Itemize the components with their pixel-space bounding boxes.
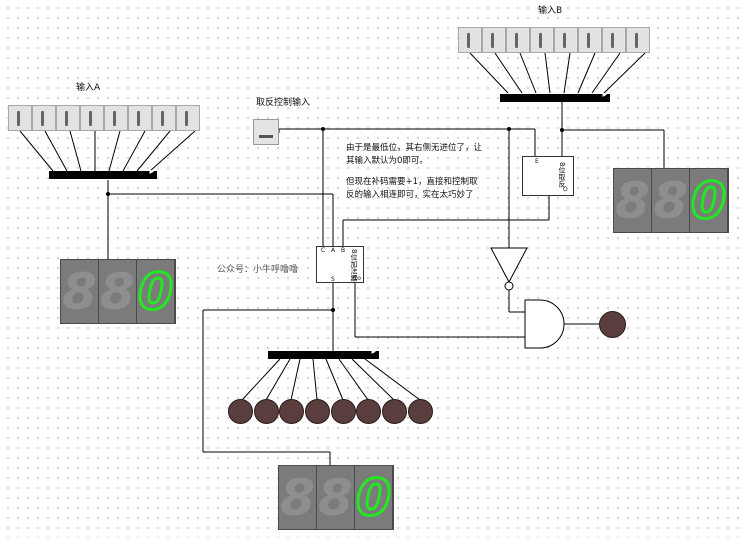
input-b-label: 输入B [538,6,563,16]
input-b-switch[interactable] [506,27,530,53]
display-digit: 8 [99,260,136,323]
inverter-pin-o: O [563,186,568,193]
display-digit: 8 [279,466,316,529]
note-line-1: 由于是最低位，其右侧无进位了，让 [346,143,483,153]
inverter-name: 8位取反 [558,162,566,188]
display-sum: 8 8 0 [278,465,394,530]
output-led [228,399,253,424]
adder-pin-co: Co [353,275,361,282]
input-b-switch[interactable] [482,27,506,53]
adder-pin-a: A [331,247,336,254]
inverter-pin-e: E [535,158,539,165]
input-a-switch[interactable] [8,105,32,131]
invert-control-toggle[interactable] [253,119,279,145]
display-digit: 8 [61,260,98,323]
not-gate [490,247,528,291]
adder-pin-b: B [341,247,346,254]
overflow-led [599,311,626,338]
input-a-switch[interactable] [32,105,56,131]
input-a-switch[interactable] [80,105,104,131]
adder-name: 8位加法器 [350,249,358,282]
display-digit-lit: 0 [355,466,392,529]
adder-pin-c: C [321,247,326,254]
adder-component[interactable]: A B C 8位加法器 S Co [316,246,364,283]
input-a-switch[interactable] [56,105,80,131]
input-b-switch[interactable] [626,27,650,53]
note-line-4: 反的输入相连即可，实在太巧妙了 [346,190,474,200]
input-b-switch[interactable] [602,27,626,53]
output-led [356,399,381,424]
output-led [331,399,356,424]
invert-control-label: 取反控制输入 [256,98,311,108]
input-a-label: 输入A [76,83,101,93]
output-led [305,399,330,424]
output-led [382,399,407,424]
display-digit: 8 [652,169,689,232]
explanation-note: 由于是最低位，其右侧无进位了，让 其输入默认为0即可。 但现在补码需要+1，直接… [346,142,521,202]
input-b-switch[interactable] [554,27,578,53]
display-digit-lit: 0 [690,169,727,232]
display-input-a: 8 8 0 [60,259,176,324]
display-digit: 8 [614,169,651,232]
inverter-component[interactable]: 8位取反 E O [522,156,574,196]
input-b-switch[interactable] [578,27,602,53]
input-a-bus [49,167,157,179]
note-line-2: 其输入默认为0即可。 [346,156,428,166]
watermark-label: 公众号：小牛呼噜噜 [217,265,299,275]
output-bus [268,347,379,359]
display-input-b: 8 8 0 [613,168,729,233]
output-led [254,399,279,424]
input-b-switch[interactable] [458,27,482,53]
output-led [408,399,433,424]
output-led [279,399,304,424]
display-digit: 8 [317,466,354,529]
display-digit-lit: 0 [137,260,174,323]
input-a-switches [8,105,200,131]
note-line-3: 但现在补码需要+1，直接和控制取 [346,177,478,187]
input-b-switch[interactable] [530,27,554,53]
input-a-switch[interactable] [104,105,128,131]
input-a-switch[interactable] [176,105,200,131]
and-gate [524,299,565,349]
input-b-bus [500,90,610,102]
input-a-switch[interactable] [128,105,152,131]
input-b-switches [458,27,650,53]
adder-pin-s: S [331,276,335,283]
input-a-switch[interactable] [152,105,176,131]
